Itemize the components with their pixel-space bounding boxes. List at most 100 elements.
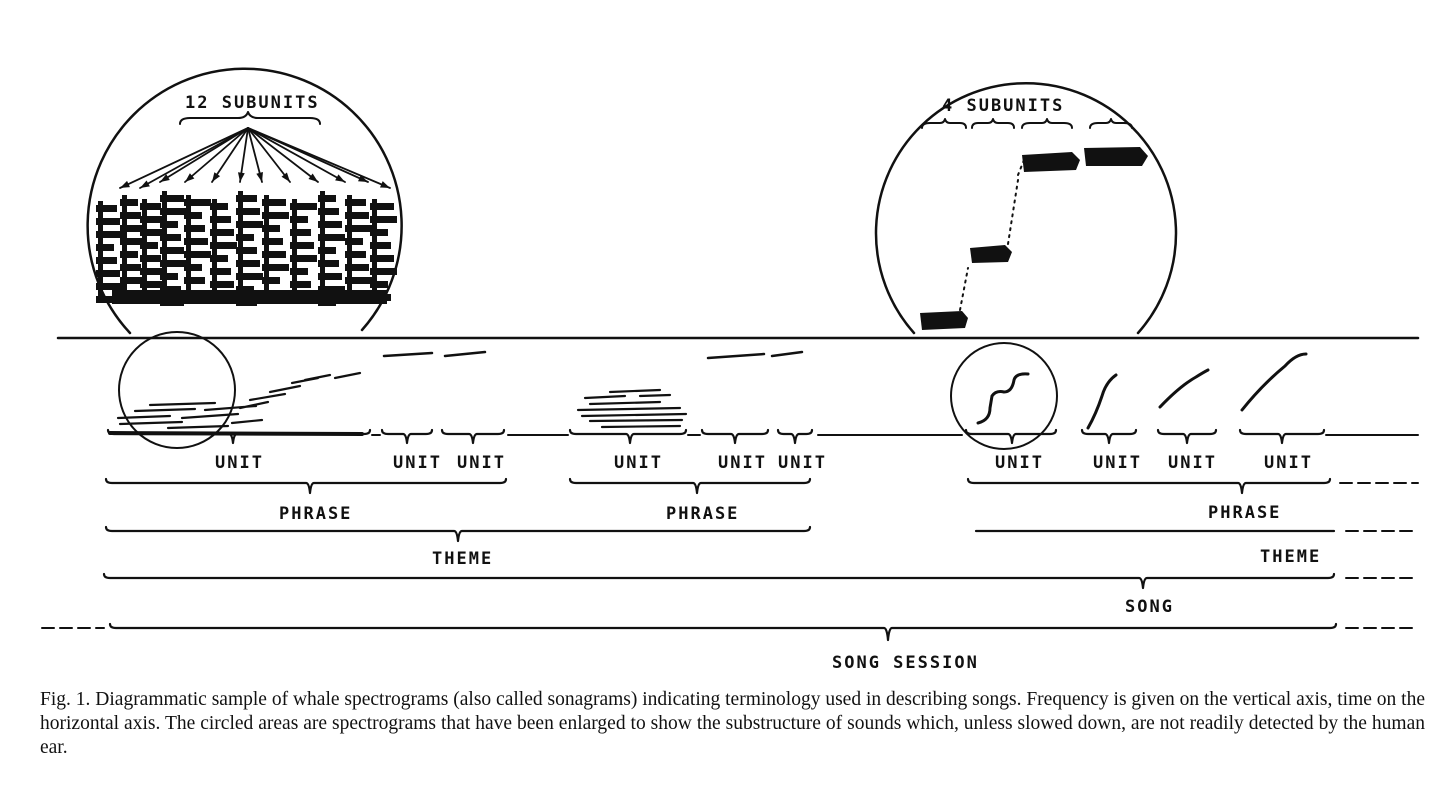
subunit-streak	[236, 234, 254, 241]
unit-label: UNIT	[393, 453, 442, 473]
arrow-head	[335, 174, 345, 182]
subunit-streak	[262, 264, 289, 271]
arrow-head	[212, 172, 221, 182]
label-12-subunits: 12 SUBUNITS	[185, 93, 320, 113]
subunit-streak	[184, 277, 205, 284]
four-subunit-blocks	[920, 147, 1148, 330]
subunit-streak	[318, 208, 339, 215]
subunit-streak	[236, 221, 263, 228]
subunit-spectrogram-marks	[96, 191, 397, 306]
subunit-arrows	[119, 127, 391, 189]
hierarchy-braces	[102, 477, 1338, 642]
arrow-head	[380, 181, 390, 188]
subunit-streak	[120, 277, 144, 284]
subunit-streak	[96, 231, 123, 238]
subunit-streak	[370, 229, 388, 236]
unit-label: UNIT	[1264, 453, 1313, 473]
unit-label: UNIT	[778, 453, 827, 473]
subunit-streak	[262, 277, 280, 284]
subunit-streak	[345, 225, 372, 232]
subunit-streak	[96, 296, 114, 303]
subunit-streak	[345, 277, 372, 284]
subunit-onset	[122, 195, 127, 296]
arrow-head	[237, 172, 245, 182]
subunit-streak	[184, 251, 211, 258]
unit-brace	[1156, 428, 1218, 445]
arrow-head	[160, 174, 170, 182]
subunit-streak	[140, 281, 167, 288]
subunit-streak	[345, 264, 369, 271]
subunit-streak	[345, 238, 363, 245]
subunit-streak	[370, 281, 388, 288]
subunit-streak	[184, 199, 211, 206]
subunit-streak	[96, 283, 123, 290]
enlarged-circle-12-subunits: 12 SUBUNITS	[86, 67, 403, 335]
subunit-onset	[264, 195, 269, 296]
subunit-streak	[370, 203, 394, 210]
subunits-brace-12	[179, 111, 321, 125]
subunit-streak	[120, 212, 141, 219]
right-unit-curves	[976, 352, 1308, 430]
subunit-streak	[120, 264, 141, 271]
subunit-streak	[318, 260, 339, 267]
subunit-onset	[292, 199, 297, 296]
subunit-arrow	[119, 127, 249, 189]
subunit-streak	[120, 225, 144, 232]
subunit-streak	[210, 203, 228, 210]
subunit-streak	[160, 260, 187, 267]
subunit-onset	[372, 199, 377, 296]
subunit-streak	[290, 203, 317, 210]
subunit-streak	[236, 195, 257, 202]
unit-brace	[568, 428, 688, 445]
subunit-streak	[236, 247, 257, 254]
subunit-streak	[184, 225, 205, 232]
subunit-streak	[210, 268, 231, 275]
subunit-streak	[160, 247, 184, 254]
subunit-onset	[98, 201, 103, 296]
subunit-arrow	[247, 127, 346, 183]
units-2-3-strokes	[382, 350, 487, 358]
subunit-streak	[210, 229, 234, 236]
subunit-streak	[318, 286, 345, 293]
figure-caption: Fig. 1. Diagrammatic sample of whale spe…	[40, 689, 1425, 758]
subunit-arrow	[247, 127, 291, 183]
subunit-streak	[140, 229, 167, 236]
phrase-brace	[104, 477, 508, 495]
song-session-label: SONG SESSION	[832, 653, 979, 673]
subunit-arrow	[211, 127, 249, 183]
phrase-label: PHRASE	[279, 504, 352, 524]
theme-brace	[104, 525, 812, 543]
subunit-streak	[184, 264, 202, 271]
units-5-6-strokes	[706, 350, 804, 360]
whale-spectrogram-diagram: 12 SUBUNITS 4 SUBUNITS	[41, 67, 1420, 673]
subunit-streak	[120, 199, 138, 206]
subunit-streak	[160, 234, 181, 241]
subunit-streak	[160, 221, 178, 228]
song-label: SONG	[1125, 597, 1174, 617]
subunit-streak	[210, 255, 228, 262]
subunit-streak	[140, 203, 161, 210]
subunit-streak	[140, 268, 164, 275]
unit-brace	[700, 428, 770, 445]
unit-braces	[106, 428, 1326, 445]
subunit-streak	[345, 212, 369, 219]
unit-4-strokes	[576, 388, 688, 429]
unit-label: UNIT	[1168, 453, 1217, 473]
subunit-streak	[210, 216, 231, 223]
small-circle-left	[118, 331, 236, 449]
theme-label: THEME	[432, 549, 493, 569]
arrow-head	[120, 180, 130, 188]
subunit-streak	[96, 205, 117, 212]
song-session-brace	[108, 622, 1338, 642]
unit-label: UNIT	[457, 453, 506, 473]
subunit-streak	[236, 273, 263, 280]
subunit-braces-4	[921, 118, 1133, 129]
subunit-streak	[160, 286, 181, 293]
phrase-brace	[966, 477, 1332, 495]
enlarged-circle-4-subunits: 4 SUBUNITS	[874, 81, 1178, 335]
subunit-streak	[345, 199, 366, 206]
unit-labels: UNIT UNIT UNIT UNIT UNIT UNIT UNIT UNIT …	[215, 453, 1313, 473]
subunit-streak	[140, 255, 161, 262]
dashed-continuations	[41, 482, 1419, 629]
subunit-streak	[290, 229, 311, 236]
